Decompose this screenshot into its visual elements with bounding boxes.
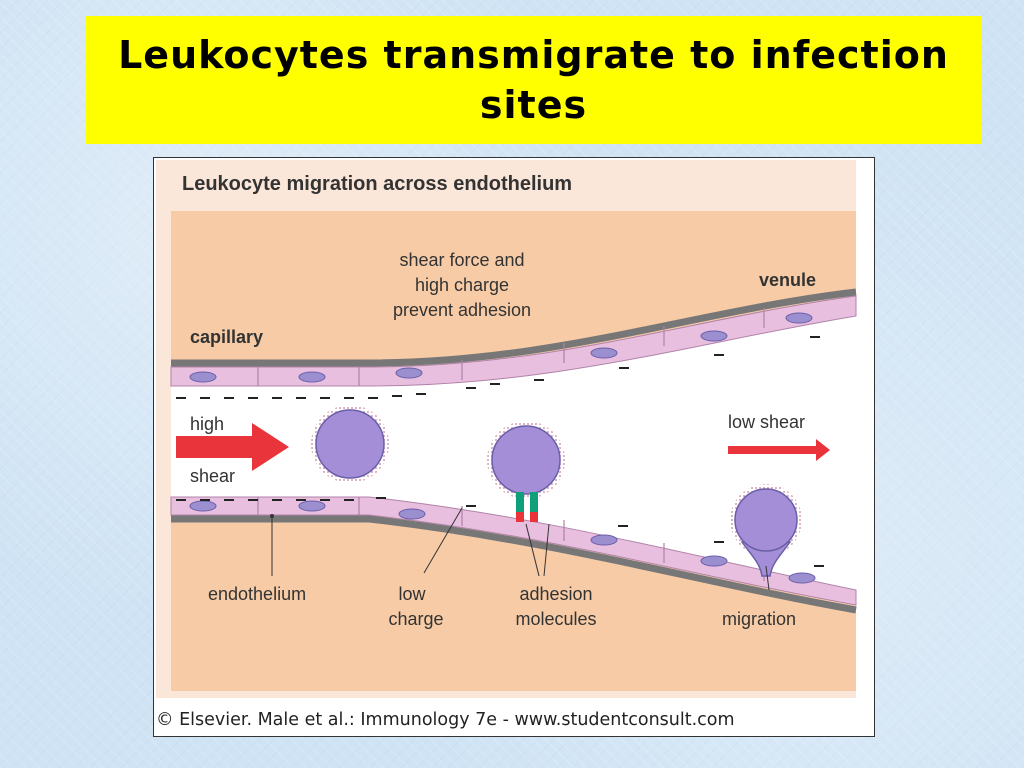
leukocyte-adhering: [487, 421, 565, 499]
slide-title: Leukocytes transmigrate to infection sit…: [118, 33, 949, 127]
leader-lines: [271, 507, 770, 591]
label-shear-force-1: shear force and: [399, 250, 524, 270]
high-shear-arrow: [176, 423, 289, 471]
copyright-notice: © Elsevier. Male et al.: Immunology 7e -…: [156, 710, 735, 730]
label-low-shear: low shear: [728, 412, 805, 432]
label-endothelium: endothelium: [208, 584, 306, 604]
label-shear-force-2: high charge: [415, 275, 509, 295]
diagram-figure: Leukocyte migration across endothelium: [153, 157, 875, 737]
label-adhesion-2: molecules: [515, 609, 596, 629]
adhesion-molecules: [516, 492, 538, 522]
basement-membrane-bottom: [171, 515, 857, 614]
charge-marks-bottom: [176, 497, 824, 567]
label-capillary: capillary: [190, 327, 263, 347]
label-shear-force-3: prevent adhesion: [393, 300, 531, 320]
charge-marks-top: [176, 336, 820, 399]
migration-diagram: Leukocyte migration across endothelium: [156, 160, 857, 698]
label-low-charge-2: charge: [388, 609, 443, 629]
nuclei-top: [189, 312, 813, 383]
basement-membrane-top: [171, 288, 857, 367]
diagram-heading: Leukocyte migration across endothelium: [182, 173, 572, 195]
title-banner: Leukocytes transmigrate to infection sit…: [86, 16, 981, 144]
endothelium-pointer-dot: [270, 514, 274, 518]
label-adhesion-1: adhesion: [519, 584, 592, 604]
low-shear-arrow: [728, 439, 830, 461]
label-low-charge-1: low: [398, 584, 426, 604]
label-shear: shear: [190, 466, 235, 486]
label-venule: venule: [759, 270, 816, 290]
endothelium-bottom: [170, 496, 857, 606]
label-high: high: [190, 414, 224, 434]
leukocyte-flowing: [311, 405, 389, 483]
junctions-top: [257, 308, 765, 386]
label-migration: migration: [722, 609, 796, 629]
leukocyte-migrating: [730, 484, 802, 577]
nuclei-bottom: [189, 500, 816, 584]
